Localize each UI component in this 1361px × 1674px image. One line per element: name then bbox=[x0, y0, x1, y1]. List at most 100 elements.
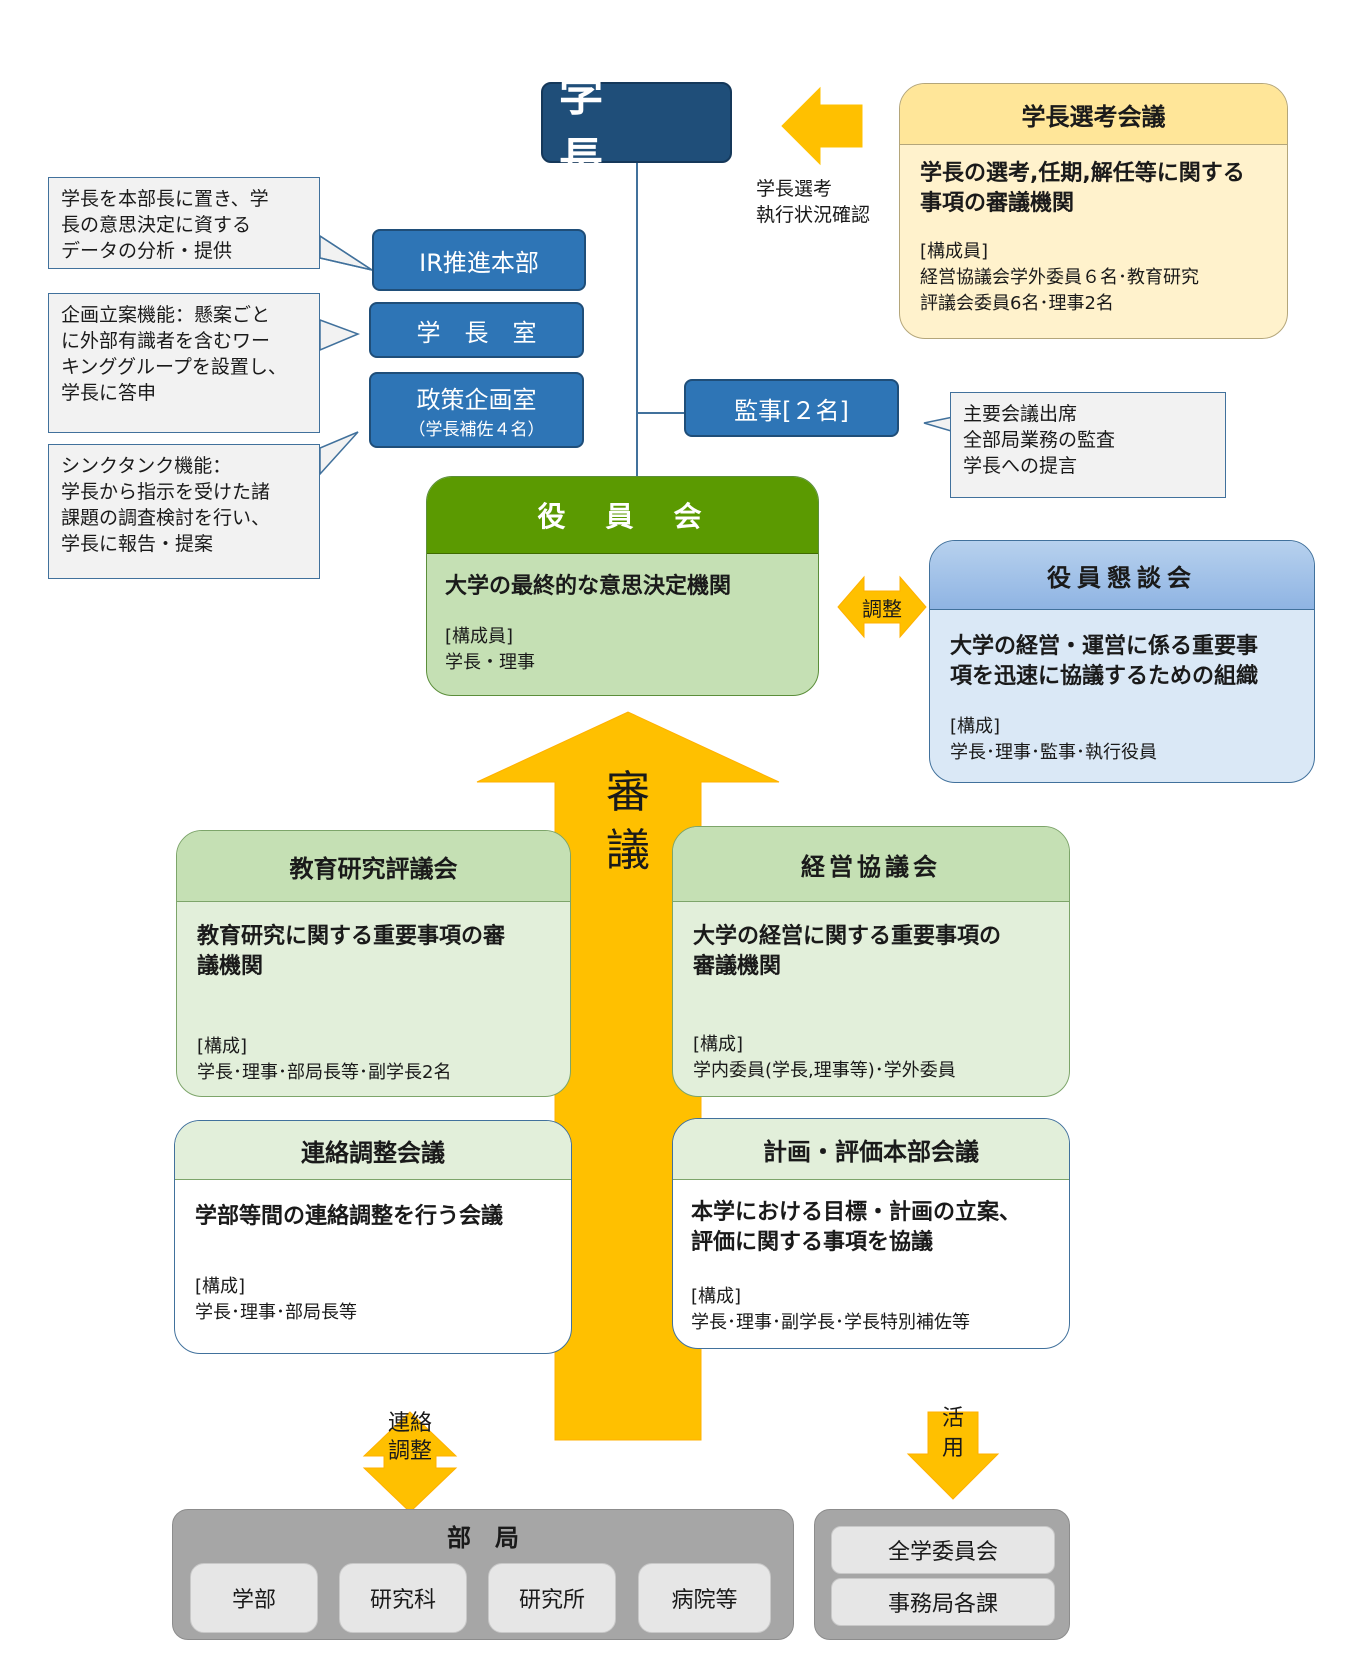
planning-meeting-title: 計画・評価本部会議 bbox=[673, 1119, 1069, 1180]
members-line: 学内委員(学長,理事等)･学外委員 bbox=[693, 1060, 956, 1081]
executive-meeting-desc: 大学の経営・運営に係る重要事 項を迅速に協議するための組織 bbox=[930, 610, 1314, 692]
policy-office-sub: （学長補佐４名） bbox=[408, 420, 545, 440]
ir-callout: 学長を本部長に置き、学 長の意思決定に資する データの分析・提供 bbox=[48, 177, 320, 269]
callout-line: に外部有識者を含むワー bbox=[61, 330, 271, 352]
departments-panel: 部 局 学部 研究科 研究所 病院等 bbox=[172, 1509, 794, 1640]
callout-line: キンググループを設置し、 bbox=[61, 356, 287, 378]
executive-meeting-title: 役員懇談会 bbox=[930, 541, 1314, 610]
desc-line: 審議機関 bbox=[693, 954, 782, 979]
auditor-connector-line bbox=[636, 412, 688, 414]
desc-line: 大学の経営・運営に係る重要事 bbox=[950, 634, 1259, 659]
selection-council-card[interactable]: 学長選考会議 学長の選考,任期,解任等に関する 事項の審議機関 [構成員] 経営… bbox=[899, 83, 1288, 339]
members-label: [構成] bbox=[197, 1036, 248, 1057]
selection-council-members: [構成員] 経営協議会学外委員６名･教育研究 評議会委員6名･理事2名 bbox=[900, 219, 1287, 317]
callout-line: 企画立案機能：懸案ごと bbox=[61, 304, 271, 326]
president-label: 学 長 bbox=[559, 69, 683, 185]
coordination-arrow-label: 調整 bbox=[862, 597, 902, 621]
callout-line: 学長から指示を受けた諸 bbox=[61, 481, 271, 503]
management-council-title: 経営協議会 bbox=[673, 827, 1069, 902]
members-line: 学長･理事･部局長等･副学長2名 bbox=[197, 1062, 452, 1083]
department-item[interactable]: 研究所 bbox=[488, 1563, 616, 1633]
auditor-label: 監事[２名] bbox=[734, 396, 849, 425]
callout-line: 長の意思決定に資する bbox=[61, 214, 252, 236]
callout-line: データの分析・提供 bbox=[61, 240, 233, 262]
deliberation-char: 議 bbox=[606, 825, 650, 876]
members-line: 学長･理事･副学長･学長特別補佐等 bbox=[691, 1312, 970, 1333]
caption-line: 学長選考 bbox=[756, 178, 833, 200]
board-members: [構成員] 学長・理事 bbox=[427, 602, 818, 676]
arrow-label-line: 活 bbox=[941, 1406, 964, 1431]
department-item-label: 研究所 bbox=[518, 1588, 585, 1613]
education-council-members: [構成] 学長･理事･部局長等･副学長2名 bbox=[177, 982, 570, 1086]
management-council-members: [構成] 学内委員(学長,理事等)･学外委員 bbox=[673, 982, 1069, 1084]
committee-item[interactable]: 全学委員会 bbox=[831, 1526, 1055, 1574]
committees-panel: 全学委員会 事務局各課 bbox=[814, 1509, 1070, 1640]
presidents-office-box[interactable]: 学 長 室 bbox=[369, 302, 584, 358]
auditor-callout: 主要会議出席 全部局業務の監査 学長への提言 bbox=[950, 392, 1226, 498]
department-item[interactable]: 研究科 bbox=[339, 1563, 467, 1633]
selection-council-desc: 学長の選考,任期,解任等に関する 事項の審議機関 bbox=[900, 145, 1287, 219]
selection-arrow bbox=[781, 86, 863, 166]
vertical-connector-line bbox=[636, 163, 638, 481]
liaison-meeting-title: 連絡調整会議 bbox=[175, 1121, 571, 1180]
planning-meeting-members: [構成] 学長･理事･副学長･学長特別補佐等 bbox=[673, 1258, 1069, 1336]
policy-office-box[interactable]: 政策企画室 （学長補佐４名） bbox=[369, 372, 584, 448]
committee-item[interactable]: 事務局各課 bbox=[831, 1578, 1055, 1626]
liaison-meeting-members: [構成] 学長･理事･部局長等 bbox=[175, 1232, 571, 1326]
board-title-text: 役 員 会 bbox=[537, 500, 708, 533]
arrow-label-line: 用 bbox=[941, 1436, 964, 1461]
callout-tail-policy bbox=[319, 431, 359, 476]
members-line: 学長･理事･監事･執行役員 bbox=[950, 742, 1157, 763]
desc-line: 項を迅速に協議するための組織 bbox=[950, 664, 1259, 689]
department-item-label: 研究科 bbox=[369, 1588, 436, 1613]
desc-line: 評価に関する事項を協議 bbox=[691, 1230, 934, 1255]
deliberation-char: 審 bbox=[606, 767, 650, 818]
planning-meeting-desc: 本学における目標・計画の立案、 評価に関する事項を協議 bbox=[673, 1180, 1069, 1258]
education-council-title: 教育研究評議会 bbox=[177, 831, 570, 902]
department-item[interactable]: 病院等 bbox=[638, 1563, 771, 1633]
members-line: 学長･理事･部局長等 bbox=[195, 1302, 357, 1323]
president-box[interactable]: 学 長 bbox=[541, 70, 732, 185]
education-council-card[interactable]: 教育研究評議会 教育研究に関する重要事項の審 議機関 [構成] 学長･理事･部局… bbox=[176, 830, 571, 1097]
selection-arrow-caption: 学長選考 執行状況確認 bbox=[756, 176, 870, 228]
caption-line: 執行状況確認 bbox=[756, 204, 871, 226]
department-item-label: 学部 bbox=[231, 1588, 276, 1613]
members-line: 経営協議会学外委員６名･教育研究 bbox=[920, 267, 1199, 288]
members-label: [構成] bbox=[950, 716, 1001, 737]
callout-line: 全部局業務の監査 bbox=[963, 429, 1116, 451]
education-council-title-text: 教育研究評議会 bbox=[289, 854, 458, 883]
arrow-label-line: 連絡 bbox=[387, 1411, 432, 1436]
desc-line: 議機関 bbox=[197, 954, 264, 979]
callout-line: 学長に答申 bbox=[61, 382, 157, 404]
liaison-meeting-card[interactable]: 連絡調整会議 学部等間の連絡調整を行う会議 [構成] 学長･理事･部局長等 bbox=[174, 1120, 572, 1354]
committee-item-label: 全学委員会 bbox=[887, 1540, 998, 1565]
departments-title: 部 局 bbox=[447, 1524, 519, 1552]
executive-meeting-card[interactable]: 役員懇談会 大学の経営・運営に係る重要事 項を迅速に協議するための組織 [構成]… bbox=[929, 540, 1315, 783]
callout-line: シンクタンク機能： bbox=[61, 455, 232, 477]
members-label: [構成員] bbox=[920, 241, 989, 262]
selection-council-title: 学長選考会議 bbox=[900, 84, 1287, 145]
coordination-arrow bbox=[837, 575, 927, 639]
education-council-desc: 教育研究に関する重要事項の審 議機関 bbox=[177, 902, 570, 982]
policy-callout: シンクタンク機能： 学長から指示を受けた諸 課題の調査検討を行い、 学長に報告・… bbox=[48, 444, 320, 579]
management-council-card[interactable]: 経営協議会 大学の経営に関する重要事項の 審議機関 [構成] 学内委員(学長,理… bbox=[672, 826, 1070, 1097]
department-item[interactable]: 学部 bbox=[190, 1563, 318, 1633]
board-card[interactable]: 役 員 会 大学の最終的な意思決定機関 [構成員] 学長・理事 bbox=[426, 476, 819, 696]
deliberation-label: 審 議 bbox=[596, 764, 660, 880]
desc-line: 学長の選考,任期,解任等に関する bbox=[920, 161, 1245, 186]
planning-meeting-card[interactable]: 計画・評価本部会議 本学における目標・計画の立案、 評価に関する事項を協議 [構… bbox=[672, 1118, 1070, 1349]
callout-line: 学長への提言 bbox=[963, 455, 1078, 477]
board-desc: 大学の最終的な意思決定機関 bbox=[445, 574, 732, 599]
liaison-meeting-desc: 学部等間の連絡調整を行う会議 bbox=[195, 1204, 504, 1229]
board-title: 役 員 会 bbox=[427, 477, 818, 554]
auditor-box[interactable]: 監事[２名] bbox=[684, 379, 899, 437]
executive-meeting-members: [構成] 学長･理事･監事･執行役員 bbox=[930, 692, 1314, 766]
ir-office-box[interactable]: IR推進本部 bbox=[372, 229, 586, 291]
members-line: 学長・理事 bbox=[445, 652, 535, 673]
callout-line: 課題の調査検討を行い、 bbox=[61, 507, 271, 529]
selection-council-title-text: 学長選考会議 bbox=[1021, 102, 1166, 131]
policy-office-label: 政策企画室 bbox=[416, 386, 537, 414]
management-council-title-text: 経営協議会 bbox=[801, 852, 941, 881]
liaison-meeting-title-text: 連絡調整会議 bbox=[301, 1138, 445, 1167]
